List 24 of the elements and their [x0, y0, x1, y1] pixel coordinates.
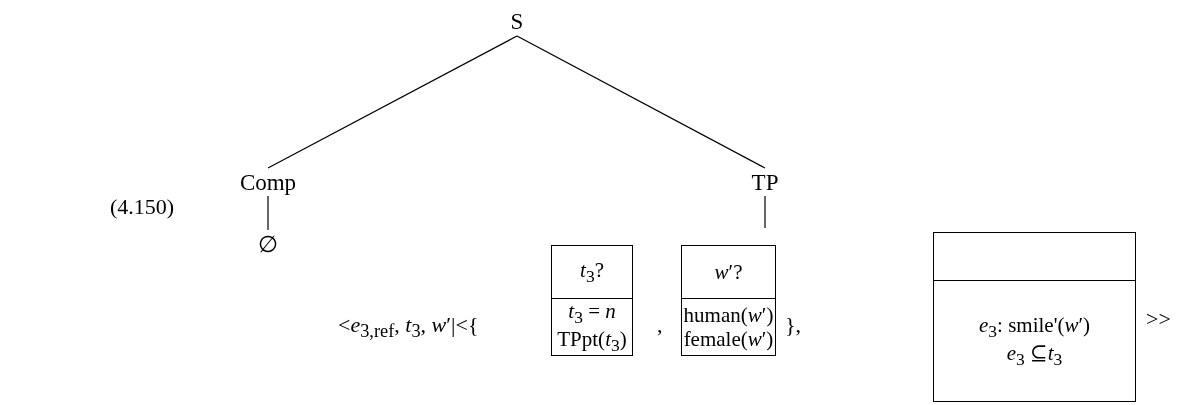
formula-text: }, — [785, 314, 802, 336]
drs-condition: female(w′) — [683, 327, 774, 352]
drs-condition: e$_{3}$ ⊆t$_{3}$ — [1006, 341, 1063, 370]
drs-condition: TPpt(t$_{3}$) — [557, 327, 627, 356]
drs-universe: w′? — [714, 259, 743, 285]
tree-branch — [516, 35, 766, 169]
formula-text: >> — [1146, 308, 1171, 330]
drs-box — [933, 232, 1136, 402]
drs-universe: t$_{3}$? — [580, 257, 604, 287]
tree-node-label: TP — [742, 168, 788, 196]
drs-condition: e$_{3}$: smile'(w′) — [978, 312, 1090, 341]
tree-branch — [267, 195, 269, 231]
tree-branch — [267, 35, 518, 169]
drs-condition: t$_{3}$ = n — [568, 299, 616, 328]
tree-node-label: S — [497, 6, 537, 36]
drs-box — [681, 245, 776, 356]
formula-text: <e$_{3,ref}$, t$_{3}$, w′|<{ — [338, 314, 479, 341]
tree-branch — [764, 195, 766, 229]
example-number: (4.150) — [110, 196, 175, 218]
drs-box — [551, 245, 633, 356]
formula-text: , — [657, 314, 663, 336]
tree-node-label: ∅ — [255, 230, 281, 258]
drs-condition: human(w′) — [683, 302, 774, 327]
tree-node-label: Comp — [226, 168, 310, 196]
